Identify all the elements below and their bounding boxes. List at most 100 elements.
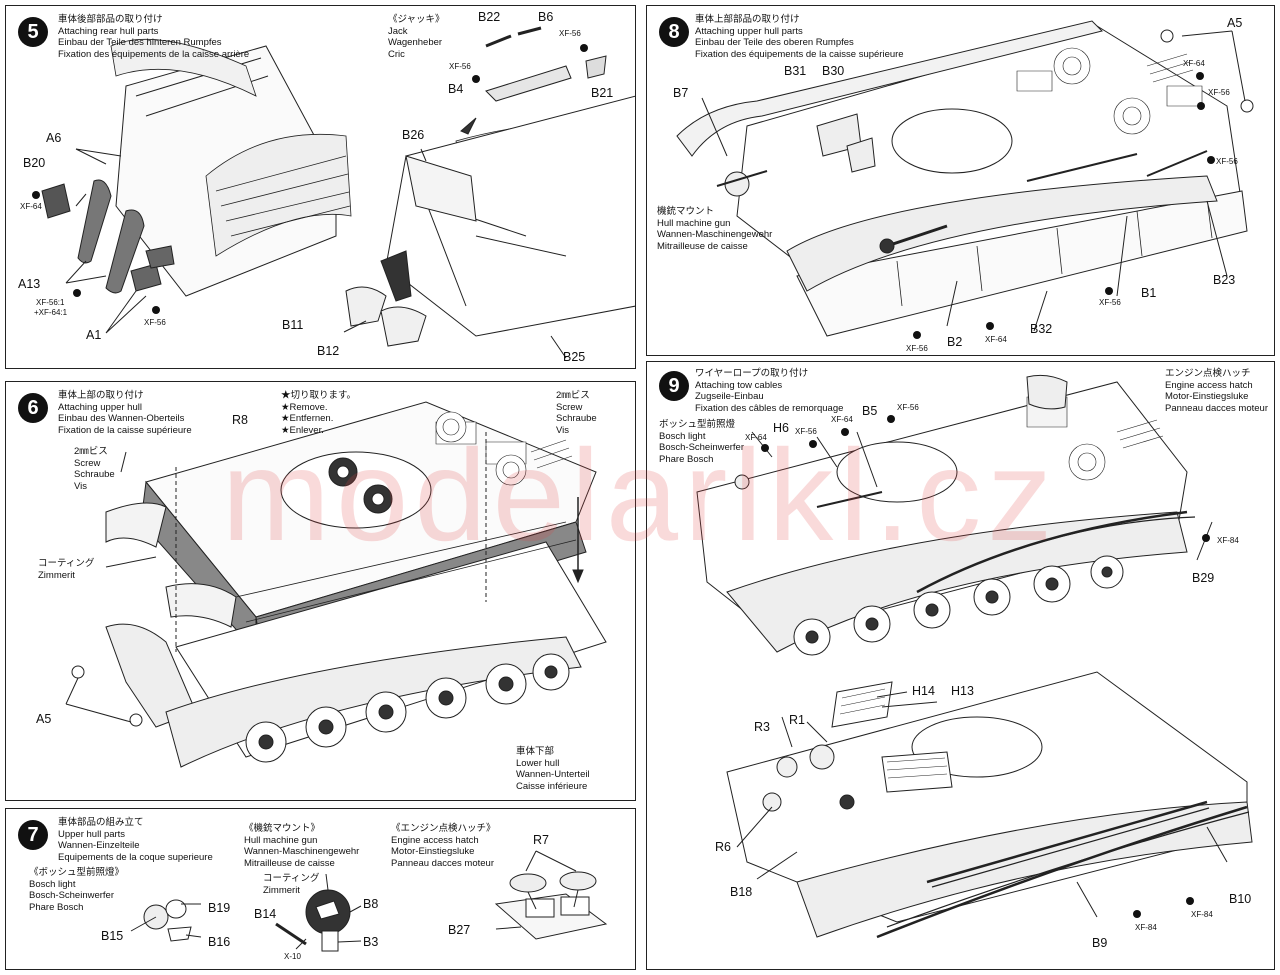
part-r1: R1: [789, 713, 805, 727]
step-7-number: 7: [18, 820, 48, 850]
part-b6: B6: [538, 10, 554, 24]
mg-en: Hull machine gun: [244, 834, 318, 846]
paint-dot: [1186, 897, 1194, 905]
part-b14: B14: [254, 907, 277, 921]
step-7-title-en: Upper hull parts: [58, 828, 126, 840]
bosch-en: Bosch light: [29, 878, 76, 890]
step-6-title-de: Einbau des Wannen-Oberteils: [58, 413, 185, 424]
paint-dot: [841, 428, 849, 436]
bosch9-de: Bosch-Scheinwerfer: [659, 442, 745, 453]
part-r3: R3: [754, 720, 770, 734]
step-6-number: 6: [18, 393, 48, 423]
screw-right-en: Screw: [556, 401, 583, 413]
paint-dot: [887, 415, 895, 423]
zimmerit-en: Zimmerit: [38, 569, 75, 581]
part-b19: B19: [208, 901, 231, 915]
step-9-illustration: [647, 362, 1275, 970]
step-9-number: 9: [659, 371, 689, 401]
paint-dot: [809, 440, 817, 448]
jack-caption-ja: 《ジャッキ》: [388, 14, 445, 25]
paint-xf64: XF-64: [745, 433, 767, 442]
bosch-fr: Phare Bosch: [29, 901, 84, 913]
step-8-title-ja: 車体上部部品の取り付け: [695, 14, 800, 25]
bosch-caption-9: ボッシュ型前照燈 Bosch light Bosch-Scheinwerfer …: [659, 419, 744, 465]
mg-ja: 《機銃マウント》: [244, 823, 321, 834]
screw-left-ja: 2㎜ビス: [74, 446, 108, 457]
lower-hull-en: Lower hull: [516, 757, 560, 769]
part-b3: B3: [363, 935, 379, 949]
part-a5: A5: [1227, 16, 1243, 30]
part-a1: A1: [86, 328, 102, 342]
mg-fr: Mitrailleuse de caisse: [244, 857, 335, 869]
part-b1: B1: [1141, 286, 1157, 300]
part-b16: B16: [208, 935, 231, 949]
paint-mix-1: XF-56:1: [36, 298, 65, 307]
mg8-de: Wannen-Maschinengewehr: [657, 229, 773, 240]
part-b2: B2: [947, 335, 963, 349]
part-b8: B8: [363, 897, 379, 911]
step-5-title-ja: 車体後部部品の取り付け: [58, 14, 163, 25]
bosch-ja: 《ボッシュ型前照燈》: [29, 867, 125, 878]
part-a13: A13: [18, 277, 41, 291]
lower-hull-note: 車体下部 Lower hull Wannen-Unterteil Caisse …: [516, 746, 590, 792]
hatch9-de: Motor-Einstiegsluke: [1165, 391, 1249, 402]
part-a5: A5: [36, 712, 52, 726]
paint-xf56-right2: XF-56: [1216, 157, 1238, 166]
part-b25: B25: [563, 350, 586, 364]
remove-note-en: ★Remove.: [281, 401, 328, 413]
mg-zimmerit-en: Zimmerit: [263, 884, 300, 896]
screw-note-right: 2㎜ビス Screw Schraube Vis: [556, 390, 597, 436]
paint-dot: [580, 44, 588, 52]
part-b22: B22: [478, 10, 501, 24]
paint-xf56-bottom: XF-56: [906, 344, 928, 353]
screw-right-de: Schraube: [556, 413, 597, 424]
bosch9-en: Bosch light: [659, 430, 706, 442]
remove-note: ★切り取ります。 ★Remove. ★Entfernen. ★Enlever.: [281, 390, 356, 436]
paint-dot: [152, 306, 160, 314]
mg8-fr: Mitrailleuse de caisse: [657, 240, 748, 252]
step-8-title-de: Einbau der Teile des oberen Rumpfes: [695, 37, 854, 48]
mg8-en: Hull machine gun: [657, 217, 731, 229]
jack-caption: 《ジャッキ》 Jack Wagenheber Cric: [388, 14, 445, 60]
hatch9-ja: エンジン点検ハッチ: [1165, 368, 1251, 379]
step-9-title-ja: ワイヤーロープの取り付け: [695, 368, 809, 379]
paint-xf56-b5: XF-56: [897, 403, 919, 412]
paint-dot: [1197, 102, 1205, 110]
step-7-title-fr: Equipements de la coque superieure: [58, 851, 213, 863]
step-8-number: 8: [659, 17, 689, 47]
paint-xf56-a1: XF-56: [144, 318, 166, 327]
part-b31: B31: [784, 64, 807, 78]
step-9-title-fr: Fixation des câbles de remorquage: [695, 402, 844, 414]
bosch9-fr: Phare Bosch: [659, 453, 714, 465]
step-7-title: 車体部品の組み立て Upper hull parts Wannen-Einzel…: [58, 817, 213, 863]
screw-left-de: Schraube: [74, 469, 115, 480]
lower-hull-de: Wannen-Unterteil: [516, 769, 590, 780]
lower-hull-ja: 車体下部: [516, 746, 555, 757]
part-b10: B10: [1229, 892, 1252, 906]
bosch-de: Bosch-Scheinwerfer: [29, 890, 115, 901]
step-5-title-de: Einbau der Teile des hinteren Rumpfes: [58, 37, 222, 48]
step-9-title-de: Zugseile-Einbau: [695, 391, 764, 402]
part-a6: A6: [46, 131, 62, 145]
part-h14: H14: [912, 684, 935, 698]
screw-right-ja: 2㎜ビス: [556, 390, 590, 401]
paint-xf56-h6: XF-56: [795, 427, 817, 436]
screw-left-en: Screw: [74, 457, 101, 469]
step-9-panel: 9 ワイヤーロープの取り付け Attaching tow cables Zugs…: [646, 361, 1275, 970]
remove-note-de: ★Entfernen.: [281, 413, 334, 424]
remove-note-fr: ★Enlever.: [281, 424, 324, 436]
paint-xf84-b9: XF-84: [1135, 923, 1157, 932]
paint-xf56-right: XF-56: [1208, 88, 1230, 97]
part-r8: R8: [232, 413, 248, 427]
part-b11: B11: [282, 318, 304, 332]
step-7-title-de: Wannen-Einzelteile: [58, 840, 140, 851]
paint-dot: [1202, 534, 1210, 542]
step-8-illustration: [647, 6, 1275, 356]
part-b15: B15: [101, 929, 124, 943]
paint-mix-2: +XF-64:1: [34, 308, 68, 317]
part-b29: B29: [1192, 571, 1215, 585]
step-6-illustration: [6, 382, 636, 801]
hatch9-fr: Panneau dacces moteur: [1165, 402, 1268, 414]
paint-xf56-jack-left: XF-56: [449, 62, 471, 71]
part-r7: R7: [533, 833, 549, 847]
